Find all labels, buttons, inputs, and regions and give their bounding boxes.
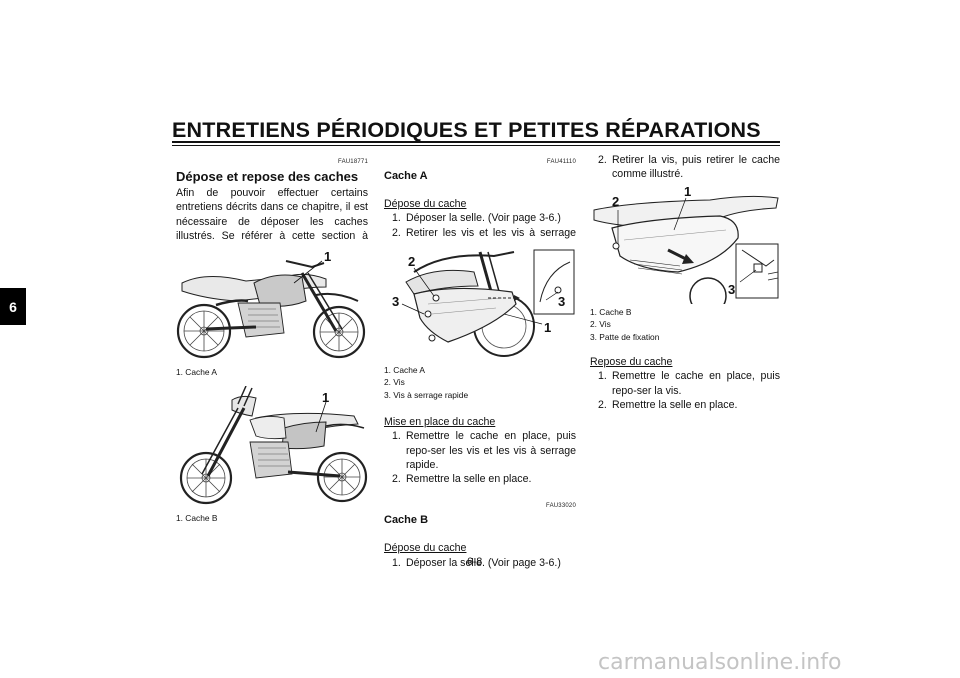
figure-bike-cache-b: 1 [176, 386, 368, 508]
step-text: Remettre la selle en place. [406, 473, 532, 486]
cache-a-heading: Cache A [384, 170, 428, 183]
right-column-lower: 1. Cache B 2. Vis 3. Patte de fixation R… [590, 306, 780, 412]
fig2-legend: 1. Cache B [176, 513, 218, 523]
fig3-callout-3-inset: 3 [558, 294, 565, 309]
figure-cache-a-detail: 2 3 3 1 [384, 242, 576, 362]
fig4-callout-3: 3 [728, 282, 735, 297]
step-text: Remettre la selle en place. [612, 398, 738, 411]
fig3-callout-3-left: 3 [392, 294, 399, 309]
step-text: Remettre le cache en place, puis repo-se… [406, 430, 576, 471]
step-number: 1. [598, 370, 607, 383]
depose-b-step-2: 2. Retirer la vis, puis retirer le cache… [590, 153, 780, 181]
depose-b-heading: Dépose du cache [384, 542, 467, 555]
fig4-legend-2: 2. Vis [590, 319, 611, 330]
repose-step-1: 1. Remettre le cache en place, puis repo… [590, 369, 780, 397]
section-code: FAU18771 [338, 159, 368, 165]
cache-b-heading: Cache B [384, 514, 429, 527]
fig3-legend-1: 1. Cache A [384, 365, 425, 375]
mise-a-step-1: 1. Remettre le cache en place, puis repo… [384, 429, 576, 472]
step-number: 2. [392, 226, 401, 239]
figure-bike-cache-a: 1 [176, 243, 368, 365]
step-number: 2. [392, 473, 401, 486]
fig3-legend-2: 2. Vis [384, 377, 405, 388]
step-number: 1. [392, 430, 401, 443]
step-text: Déposer la selle. (Voir page 3-6.) [406, 556, 561, 569]
fig3-callout-2: 2 [408, 254, 415, 269]
mise-a-step-2: 2. Remettre la selle en place. [384, 472, 576, 486]
fig2-callout: 1 [322, 390, 329, 405]
section-code-a: FAU41110 [546, 159, 576, 165]
fig4-legend-1: 1. Cache B [590, 307, 632, 317]
mise-a-heading: Mise en place du cache [384, 416, 496, 429]
watermark: carmanualsonline.info [598, 650, 842, 675]
step-text: Remettre le cache en place, puis repo-se… [612, 370, 780, 397]
fig4-callout-2: 2 [612, 194, 619, 209]
page-number: 6-8 [467, 556, 483, 568]
fig1-callout: 1 [324, 249, 331, 264]
step-number: 2. [598, 398, 607, 411]
repose-step-2: 2. Remettre la selle en place. [590, 398, 780, 412]
fig3-callout-1: 1 [544, 320, 551, 335]
middle-column-lower: 1. Cache A 2. Vis 3. Vis à serrage rapid… [384, 364, 576, 570]
step-number: 1. [392, 212, 401, 225]
header-rule [172, 141, 780, 143]
page-header-title: ENTRETIENS PÉRIODIQUES ET PETITES RÉPARA… [172, 118, 761, 142]
fig4-legend-3: 3. Patte de fixation [590, 331, 660, 342]
figure-cache-b-detail: 2 1 3 [590, 186, 780, 304]
step-number: 2. [598, 154, 607, 166]
step-number: 1. [392, 556, 401, 569]
depose-a-heading: Dépose du cache [384, 198, 467, 211]
fig1-legend: 1. Cache A [176, 367, 217, 377]
header-rule-thin [172, 145, 780, 146]
section-heading: Dépose et repose des caches [176, 169, 359, 185]
fig4-callout-1: 1 [684, 186, 691, 199]
depose-a-step-1: 1. Déposer la selle. (Voir page 3-6.) [384, 211, 576, 225]
fig3-legend-3: 3. Vis à serrage rapide [384, 389, 469, 400]
step-text: Déposer la selle. (Voir page 3-6.) [406, 212, 561, 225]
repose-heading: Repose du cache [590, 356, 673, 369]
right-column: 2. Retirer la vis, puis retirer le cache… [590, 153, 780, 181]
step-text: Retirer la vis, puis retirer le cache co… [612, 154, 780, 181]
chapter-tab: 6 [0, 288, 26, 325]
depose-b-step-1: 1. Déposer la selle. (Voir page 3-6.) [384, 556, 576, 570]
section-code-b: FAU33020 [546, 503, 576, 510]
